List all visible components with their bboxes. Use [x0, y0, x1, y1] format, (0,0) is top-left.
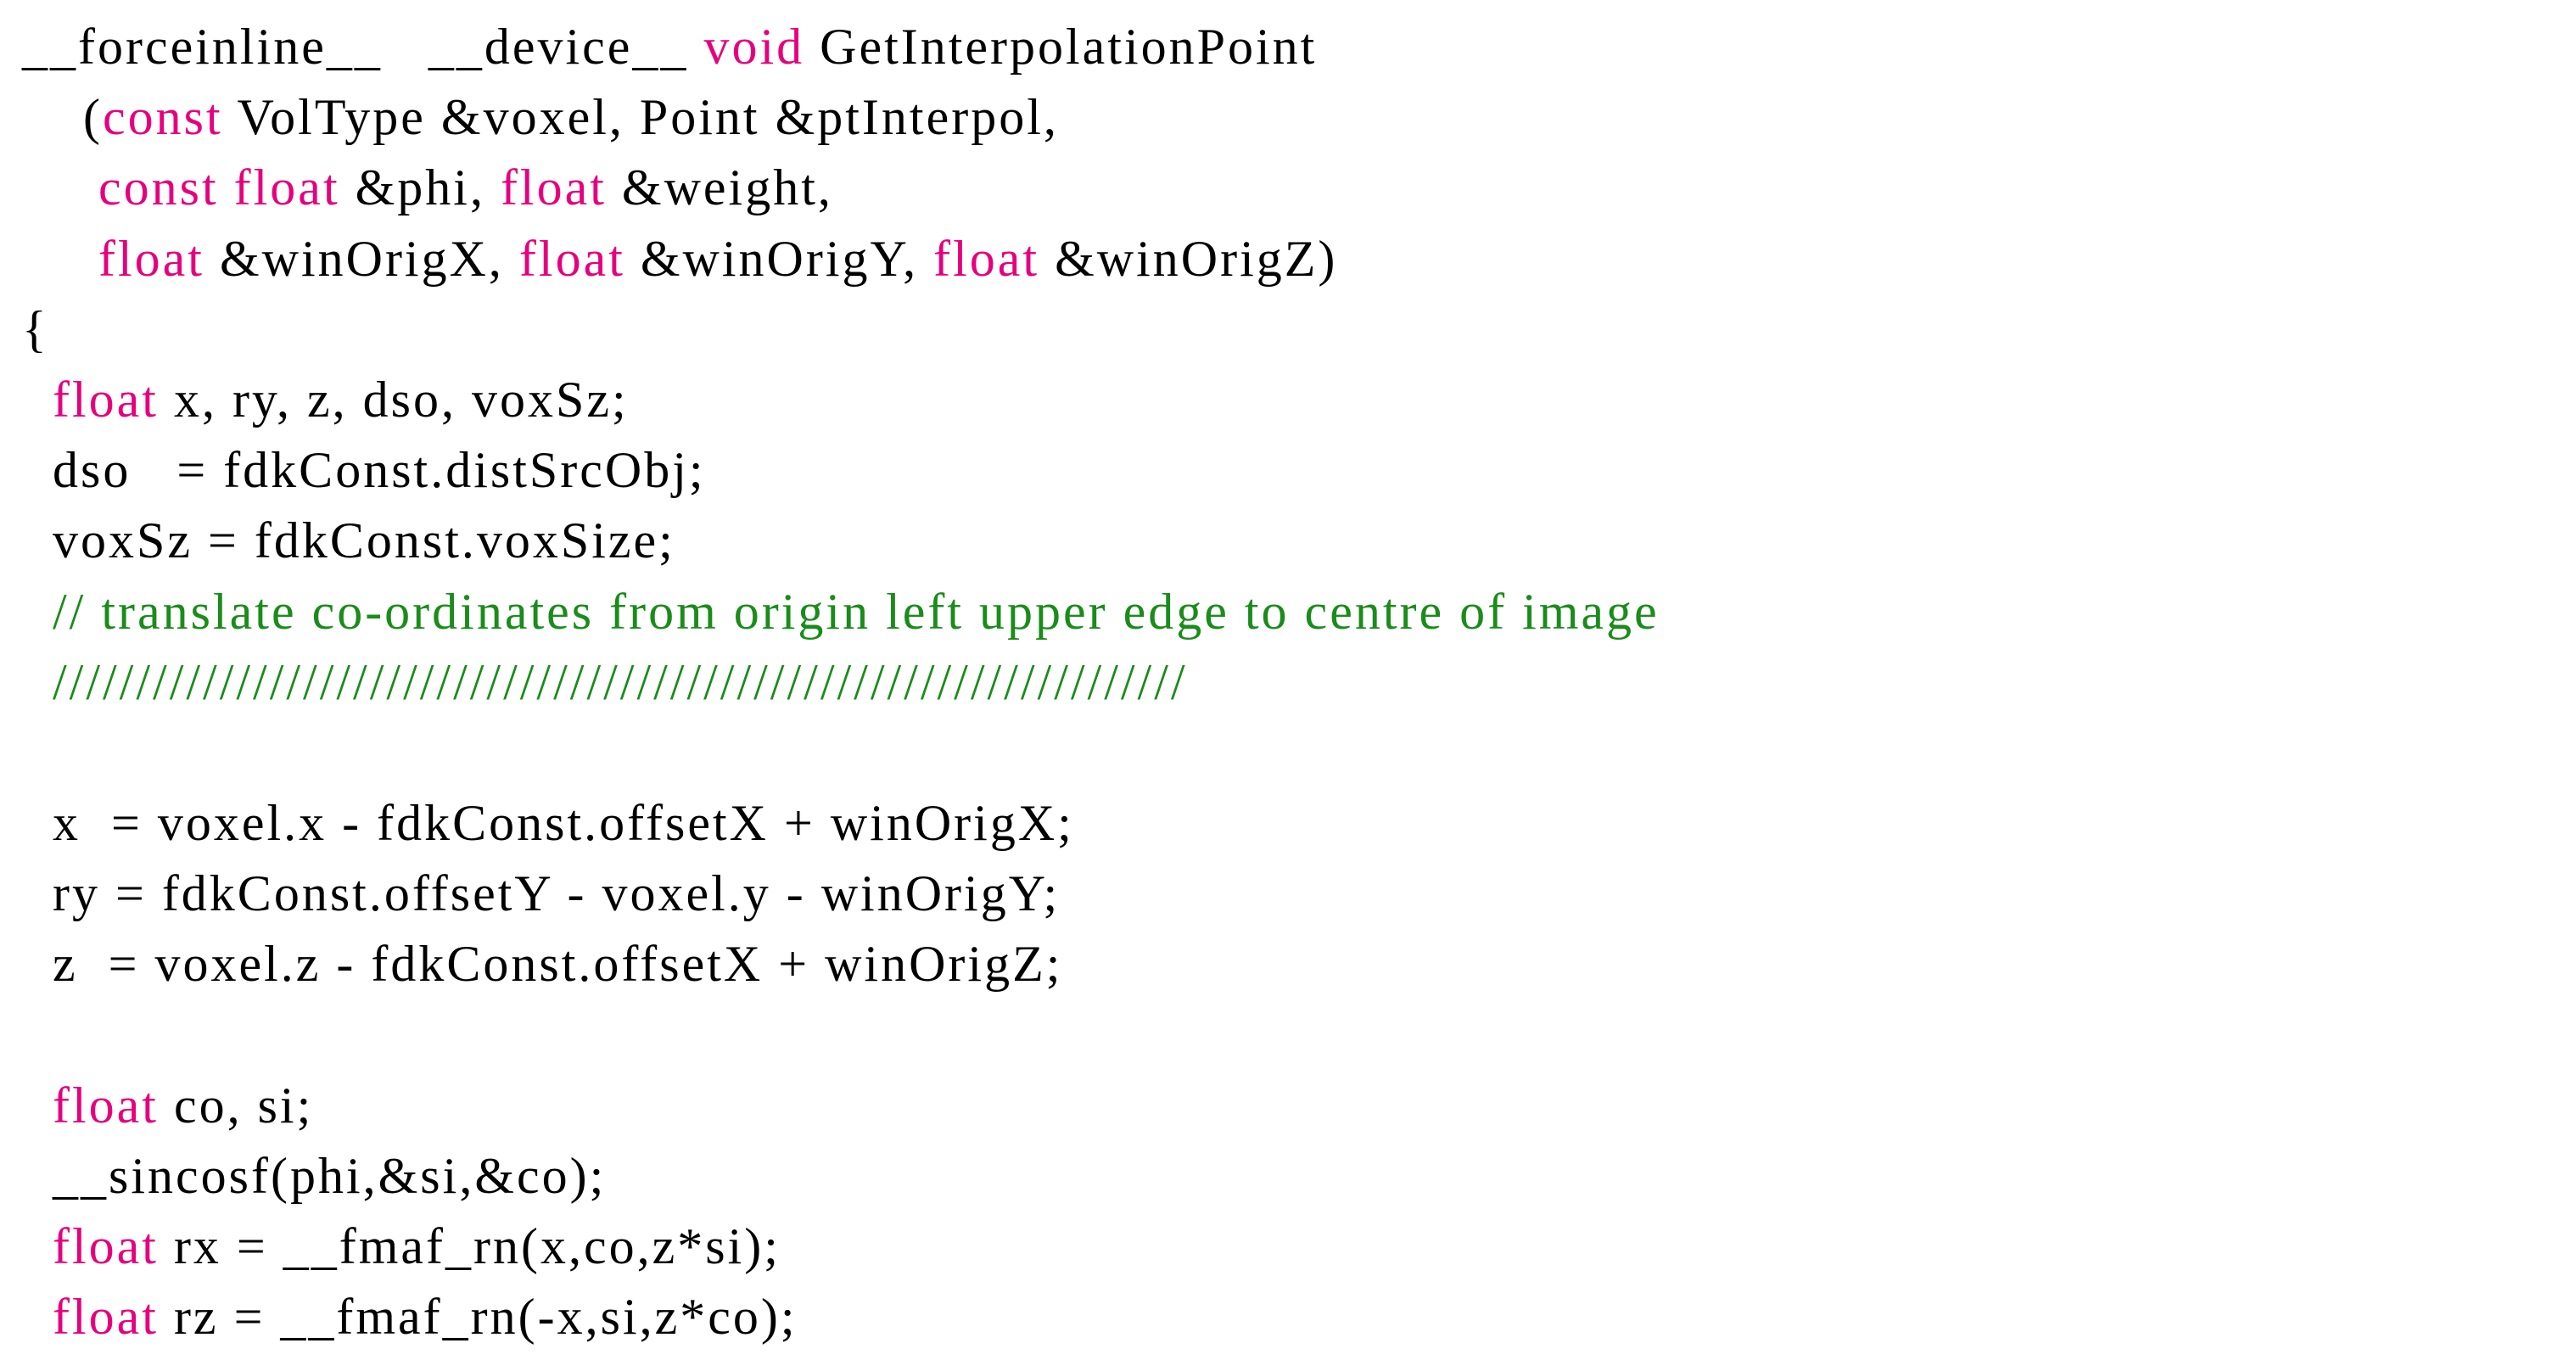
- code-token: &weight,: [606, 160, 833, 216]
- keyword-token: float: [53, 1289, 159, 1346]
- code-line: [22, 1000, 1660, 1071]
- code-line: (const VolType &voxel, Point &ptInterpol…: [22, 82, 1660, 153]
- code-token: voxSz = fdkConst.voxSize;: [22, 512, 675, 569]
- code-token: {: [22, 300, 49, 357]
- comment-token: ////////////////////////////////////////…: [22, 653, 1188, 710]
- code-token: &winOrigY,: [624, 230, 934, 287]
- keyword-token: const: [102, 89, 223, 146]
- code-token: z = voxel.z - fdkConst.offsetX + winOrig…: [22, 936, 1063, 993]
- code-line: __sincosf(phi,&si,&co);: [22, 1141, 1660, 1212]
- code-token: x, ry, z, dso, voxSz;: [158, 371, 629, 428]
- keyword-token: void: [703, 19, 805, 75]
- code-block: __forceinline__ __device__ void GetInter…: [22, 12, 1660, 1353]
- code-token: ry = fdkConst.offsetY - voxel.y - winOri…: [22, 865, 1061, 922]
- code-line: float x, ry, z, dso, voxSz;: [22, 365, 1660, 435]
- code-token: __forceinline__ __device__: [22, 19, 704, 75]
- code-token: [22, 1218, 53, 1274]
- comment-token: // translate co-ordinates from origin le…: [22, 583, 1660, 640]
- code-token: GetInterpolationPoint: [804, 19, 1318, 75]
- code-line: float co, si;: [22, 1071, 1660, 1141]
- code-line: __forceinline__ __device__ void GetInter…: [22, 12, 1660, 82]
- code-line: x = voxel.x - fdkConst.offsetX + winOrig…: [22, 788, 1660, 859]
- code-token: &phi,: [339, 160, 501, 216]
- code-line: // translate co-ordinates from origin le…: [22, 577, 1660, 647]
- code-token: VolType &voxel, Point &ptInterpol,: [222, 89, 1059, 146]
- code-line: ry = fdkConst.offsetY - voxel.y - winOri…: [22, 859, 1660, 929]
- code-token: __sincosf(phi,&si,&co);: [22, 1148, 607, 1204]
- keyword-token: float: [98, 230, 204, 287]
- code-line: float &winOrigX, float &winOrigY, float …: [22, 224, 1660, 294]
- code-token: [22, 231, 98, 287]
- code-line: float rz = __fmaf_rn(-x,si,z*co);: [22, 1282, 1660, 1352]
- code-token: [22, 160, 98, 215]
- code-token: [22, 372, 53, 428]
- code-token: co, si;: [158, 1077, 314, 1133]
- code-line: const float &phi, float &weight,: [22, 153, 1660, 223]
- code-token: dso = fdkConst.distSrcObj;: [22, 442, 706, 499]
- code-line: z = voxel.z - fdkConst.offsetX + winOrig…: [22, 929, 1660, 999]
- code-line: ////////////////////////////////////////…: [22, 647, 1660, 718]
- code-token: x = voxel.x - fdkConst.offsetX + winOrig…: [22, 795, 1074, 852]
- keyword-token: float: [518, 230, 625, 287]
- code-token: &winOrigZ): [1039, 230, 1338, 287]
- keyword-token: float: [233, 160, 340, 216]
- code-line: dso = fdkConst.distSrcObj;: [22, 435, 1660, 506]
- code-token: rx = __fmaf_rn(x,co,z*si);: [158, 1218, 781, 1275]
- code-line: voxSz = fdkConst.voxSize;: [22, 506, 1660, 576]
- keyword-token: float: [53, 1218, 159, 1275]
- code-line: [22, 718, 1660, 788]
- code-token: &winOrigX,: [204, 230, 519, 287]
- keyword-token: float: [933, 230, 1040, 287]
- keyword-token: float: [53, 371, 159, 428]
- code-token: (: [22, 89, 103, 146]
- keyword-token: float: [53, 1077, 159, 1133]
- keyword-token: const: [98, 160, 219, 216]
- code-token: [219, 160, 234, 215]
- code-line: float rx = __fmaf_rn(x,co,z*si);: [22, 1212, 1660, 1282]
- code-token: [22, 1077, 53, 1133]
- code-line: {: [22, 294, 1660, 365]
- keyword-token: float: [500, 160, 607, 216]
- code-token: rz = __fmaf_rn(-x,si,z*co);: [158, 1289, 798, 1346]
- code-token: [22, 1289, 53, 1345]
